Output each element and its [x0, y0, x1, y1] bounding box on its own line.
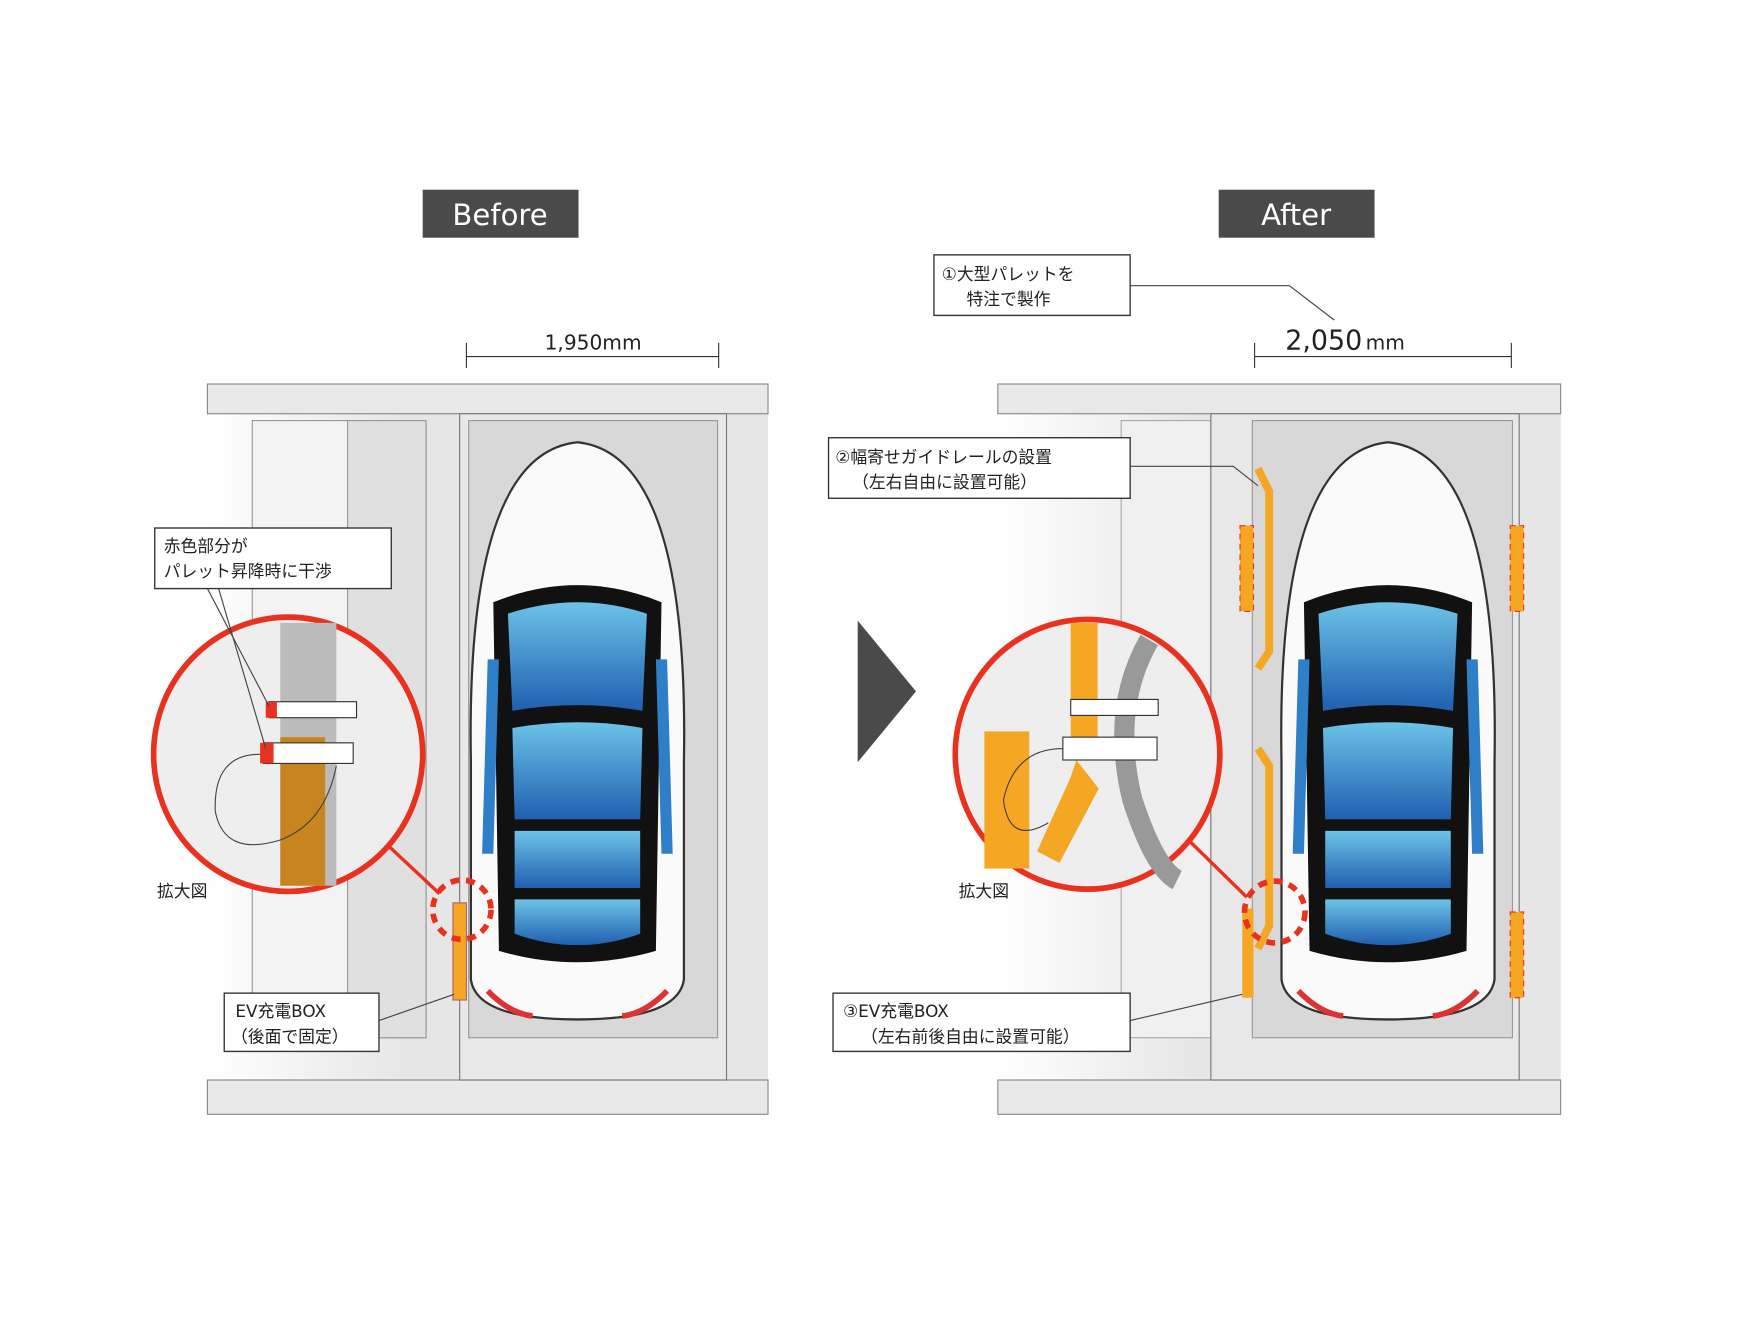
zoom-label: 拡大図 [959, 882, 1009, 902]
svg-text:1,950mm: 1,950mm [545, 331, 642, 355]
before-panel: Before 1,950mm [150, 189, 769, 1115]
callout-interference: 赤色部分が パレット昇降時に干渉 [154, 527, 392, 749]
svg-text:パレット昇降時に干渉: パレット昇降時に干渉 [164, 562, 332, 582]
after-title: After [1261, 198, 1332, 232]
svg-text:mm: mm [1366, 331, 1405, 355]
svg-text:特注で製作: 特注で製作 [966, 290, 1050, 310]
before-header [422, 189, 579, 238]
callout-ev-box: ③EV充電BOX （左右前後自由に設置可能） [832, 992, 1243, 1053]
before-zoom-circle [150, 614, 426, 895]
svg-text:①大型パレットを: ①大型パレットを [942, 265, 1075, 285]
svg-text:赤色部分が: 赤色部分が [164, 537, 248, 557]
after-dimension: 2,050 mm [1254, 325, 1512, 368]
callout-ev-box: EV充電BOX （後面で固定） [223, 992, 455, 1053]
arrow-right-icon [857, 620, 916, 763]
svg-text:（左右前後自由に設置可能）: （左右前後自由に設置可能） [861, 1027, 1079, 1047]
highlight-circle [1241, 878, 1308, 946]
svg-text:（後面で固定）: （後面で固定） [231, 1027, 349, 1047]
after-header [1218, 189, 1375, 238]
before-dimension: 1,950mm [465, 331, 720, 368]
ev-charging-box [452, 902, 467, 1001]
zoom-label: 拡大図 [157, 882, 207, 902]
after-panel: After ①大型パレットを 特注で製作 2,050 mm [827, 189, 1562, 1115]
before-title: Before [452, 198, 547, 232]
svg-text:（左右自由に設置可能）: （左右自由に設置可能） [852, 473, 1037, 493]
guide-rails [1239, 466, 1525, 999]
callout-pallet: ①大型パレットを 特注で製作 [933, 254, 1335, 321]
car [1281, 442, 1495, 1019]
callout-guide-rail: ②幅寄せガイドレールの設置 （左右自由に設置可能） [827, 437, 1259, 499]
car [471, 442, 685, 1019]
svg-text:②幅寄せガイドレールの設置: ②幅寄せガイドレールの設置 [835, 448, 1052, 468]
svg-text:2,050: 2,050 [1285, 325, 1362, 356]
ev-charging-box [1242, 908, 1254, 998]
svg-text:EV充電BOX: EV充電BOX [235, 1002, 326, 1022]
highlight-circle [429, 877, 494, 943]
svg-text:③EV充電BOX: ③EV充電BOX [843, 1002, 949, 1022]
after-zoom-circle [952, 616, 1223, 892]
